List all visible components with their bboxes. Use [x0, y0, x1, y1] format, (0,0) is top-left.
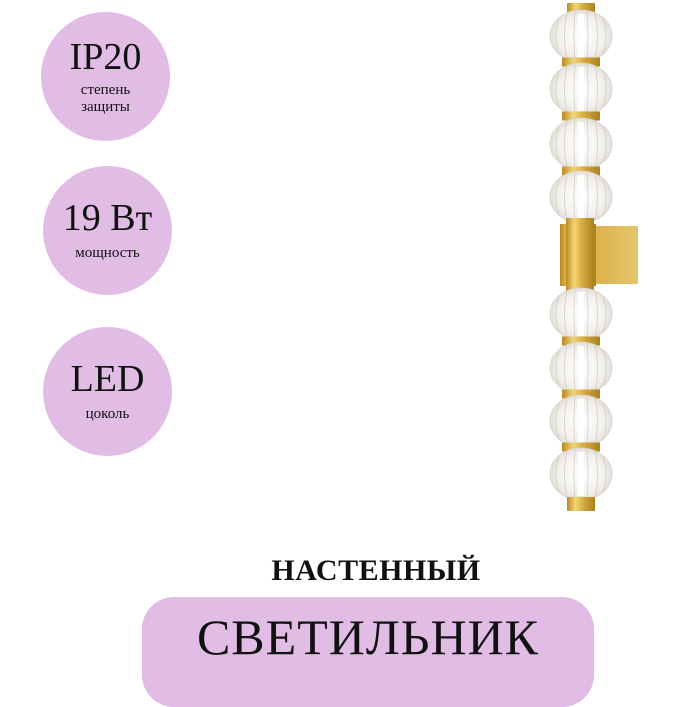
socket-value: LED — [70, 358, 145, 400]
power-value: 19 Вт — [62, 197, 153, 239]
ip-rating-label-line1: степень — [80, 81, 131, 98]
socket-label: цоколь — [85, 406, 130, 422]
ip-rating-badge: IP20 степень защиты — [41, 12, 170, 141]
ip-rating-value: IP20 — [69, 35, 142, 78]
title-pill: СВЕТИЛЬНИК — [142, 597, 594, 707]
title-line2: СВЕТИЛЬНИК — [196, 609, 540, 665]
ip-rating-label: степень защиты — [81, 82, 130, 116]
wall-lamp-image — [549, 3, 638, 511]
socket-badge: LED цоколь — [43, 327, 172, 456]
power-label: мощность — [75, 245, 140, 261]
ip-rating-label-line2: защиты — [81, 98, 130, 115]
title-line1: НАСТЕННЫЙ — [271, 554, 481, 587]
bottom-cap — [567, 497, 595, 511]
power-badge: 19 Вт мощность — [43, 166, 172, 295]
